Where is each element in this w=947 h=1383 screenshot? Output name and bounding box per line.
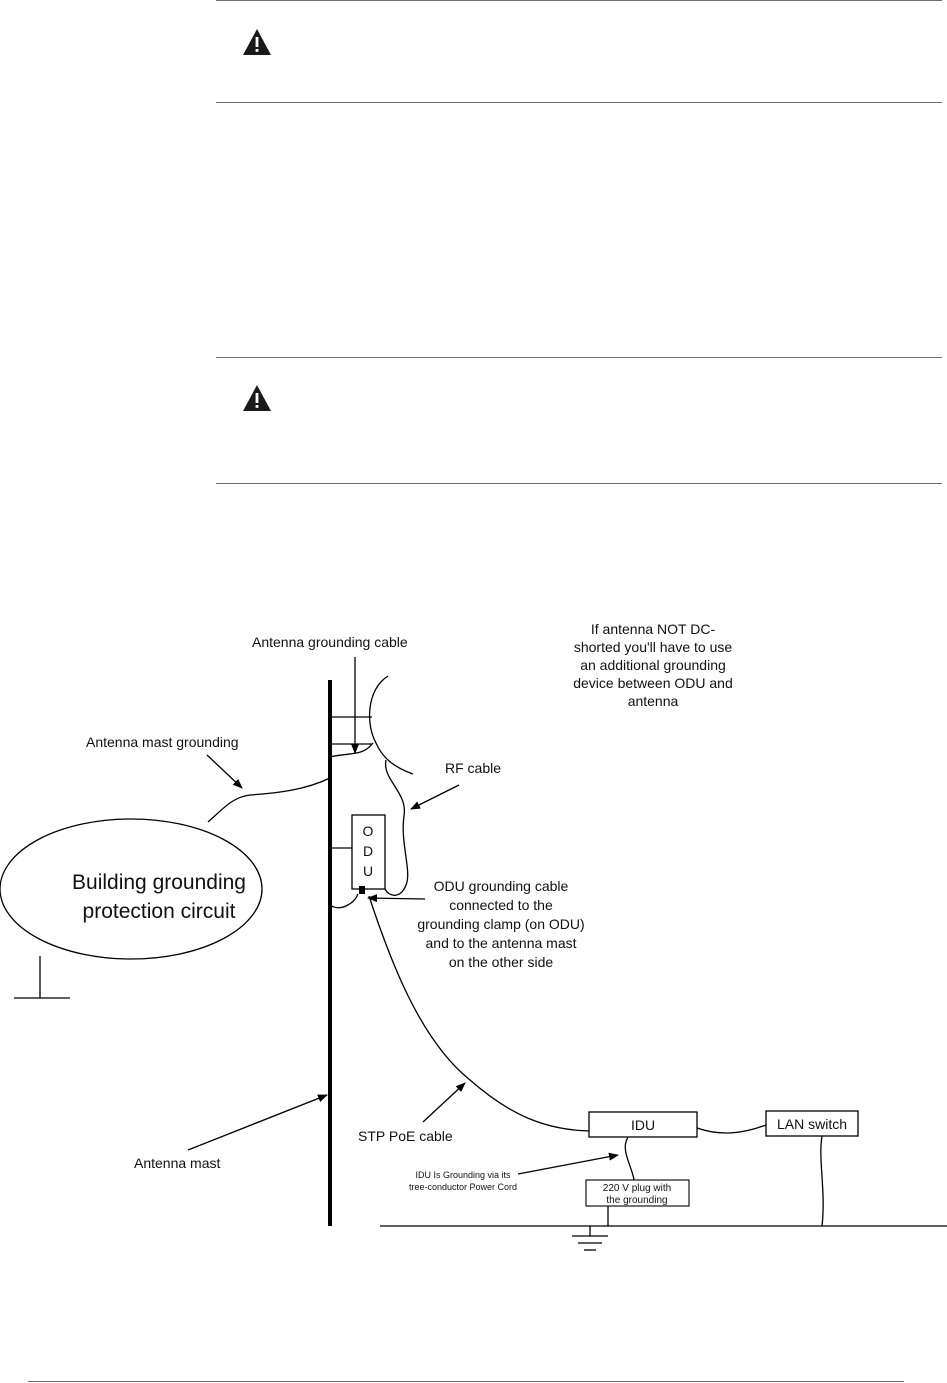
antenna-grounding-cable-label: Antenna grounding cable — [252, 634, 408, 650]
odu-box — [351, 814, 386, 890]
antenna-note-line3: an additional grounding — [580, 657, 726, 673]
odu-grounding-line — [329, 893, 359, 909]
warning-triangle-icon — [243, 385, 271, 411]
rf-cable-arrow — [410, 784, 460, 810]
odu-letter-d: D — [363, 843, 373, 859]
odu-letter-o: O — [363, 823, 374, 839]
antenna-mast-label: Antenna mast — [134, 1155, 220, 1171]
antenna-mast-arrow — [187, 1094, 328, 1151]
antenna-grounding-curve — [329, 742, 374, 758]
grounding-diagram: O D U Building grounding protection circ… — [0, 621, 947, 1251]
idu-lan-cable — [696, 1124, 767, 1134]
footer-rule — [28, 1381, 904, 1382]
antenna-note-line4: device between ODU and — [573, 675, 733, 691]
idu-label: IDU — [631, 1117, 655, 1133]
odu-grounding-clamp — [359, 886, 365, 894]
idu-grounding-note-arrow — [517, 1152, 619, 1175]
warning-triangle-icon — [243, 29, 271, 55]
antenna-mast-grounding-label: Antenna mast grounding — [86, 734, 239, 750]
building-grounding-label-line1: Building grounding — [72, 871, 246, 894]
top-rule — [216, 0, 942, 1]
power-plug-label-line2: the grounding — [606, 1195, 667, 1206]
lan-switch-ground-cable — [820, 1135, 824, 1227]
power-plug-label-line1: 220 V plug with — [603, 1183, 671, 1194]
rf-cable-line — [384, 759, 409, 896]
odu-grounding-note-line2: connected to the — [449, 897, 553, 913]
stp-poe-cable-arrow — [422, 1082, 466, 1123]
odu-grounding-note-line1: ODU grounding cable — [434, 878, 569, 894]
warning-box-1-bottom-rule — [216, 102, 942, 103]
warning-box-2-top-rule — [216, 357, 942, 358]
rf-cable-label: RF cable — [445, 760, 501, 776]
antenna-note-line1: If antenna NOT DC- — [591, 621, 716, 637]
stp-poe-cable-line — [368, 895, 591, 1132]
idu-box — [588, 1111, 698, 1138]
building-grounding-ellipse — [0, 818, 263, 960]
odu-grounding-note-line4: and to the antenna mast — [426, 935, 577, 951]
stp-poe-cable-label: STP PoE cable — [358, 1128, 453, 1144]
warning-box-2-bottom-rule — [216, 483, 942, 484]
antenna-mast-grounding-arrow — [206, 754, 243, 789]
odu-grounding-note-line5: on the other side — [449, 954, 554, 970]
odu-grounding-note-arrow — [367, 894, 426, 903]
odu-grounding-note-line3: grounding clamp (on ODU) — [417, 916, 584, 932]
antenna-dish-shape — [368, 675, 414, 775]
building-grounding-label-line2: protection circuit — [83, 900, 236, 923]
lan-switch-box — [765, 1110, 859, 1137]
antenna-note-line5: antenna — [628, 693, 679, 709]
mast-grounding-cable — [207, 777, 331, 823]
lan-switch-label: LAN switch — [777, 1116, 847, 1132]
idu-grounding-note-line1: IDU Is Grounding via its — [415, 1170, 511, 1180]
antenna-note-line2: shorted you'll have to use — [574, 639, 733, 655]
idu-power-cord — [624, 1136, 635, 1181]
idu-grounding-note-line2: tree-conductor Power Cord — [409, 1182, 517, 1192]
odu-letter-u: U — [363, 863, 373, 879]
power-plug-box — [585, 1179, 690, 1207]
